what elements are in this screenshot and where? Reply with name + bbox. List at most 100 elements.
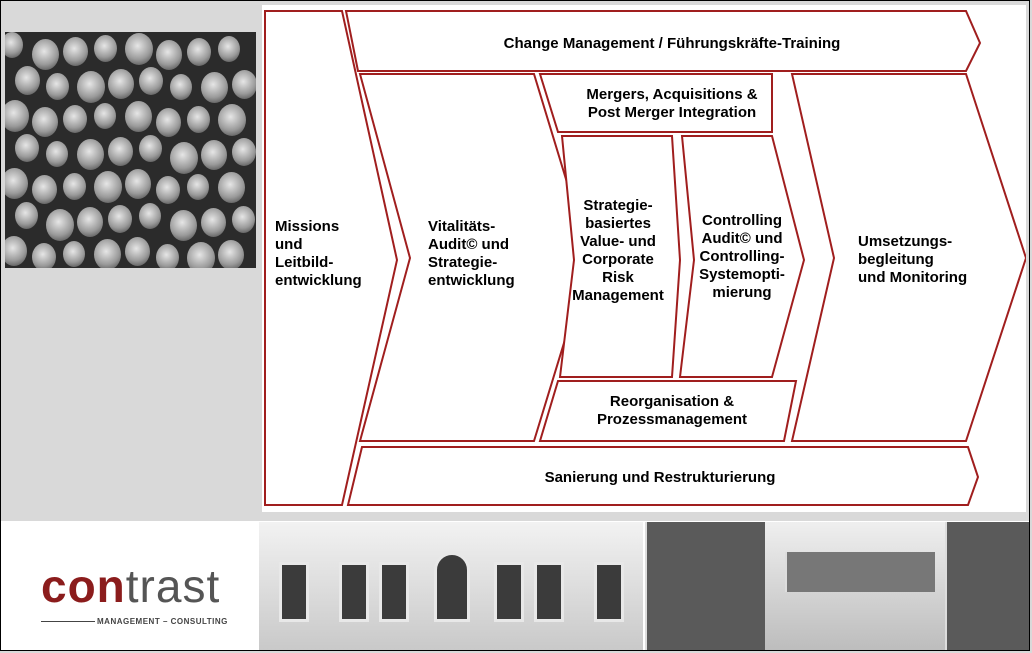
crowd-face [94,239,121,268]
controlling-chevron [678,135,806,378]
crowd-face [5,236,27,266]
umsetzung-chevron [790,73,1028,442]
reorganisation-box [538,380,798,442]
controlling-line: Controlling [702,212,782,229]
crowd-face [139,135,162,162]
historic-facade-photo [259,522,643,650]
strategie-line: Risk [602,269,634,286]
mergers-label: Mergers, Acquisitions &Post Merger Integ… [586,86,757,121]
crowd-face [139,67,163,95]
logo-part-trast: trast [125,560,221,612]
logo-area: contrast MANAGEMENT – CONSULTING [1,521,257,651]
facade-window [494,562,524,622]
missions-chevron [264,10,399,506]
bottom-band-arrow [346,446,980,506]
crowd-face [46,141,68,167]
crowd-face [232,206,255,233]
crowd-face [77,139,104,170]
facade-window [339,562,369,622]
crowd-face [170,210,197,241]
vitalitaet-chevron [358,73,592,442]
missions-line: Missions [275,218,339,235]
controlling-line: Audit© und [701,230,782,247]
crowd-face [125,237,150,266]
bottom-band-label: Sanierung und Restrukturierung [545,469,776,486]
logo-tagline: MANAGEMENT – CONSULTING [97,617,228,626]
crowd-face [218,36,240,62]
crowd-face [32,175,57,204]
crowd-face [63,37,88,66]
glass-panel [785,552,935,592]
crowd-face [139,203,161,229]
controlling-line: Controlling- [700,248,785,265]
strategie-line: Corporate [582,251,654,268]
mergers-line: Mergers, Acquisitions & [586,86,757,103]
missions-line: und [275,236,303,253]
crowd-face [63,173,86,200]
mergers-line: Post Merger Integration [588,104,756,121]
strategie-line: Strategie- [583,197,652,214]
vitalitaet-line: entwicklung [428,272,515,289]
vitalitaet-line: Strategie- [428,254,497,271]
crowd-face [156,40,182,70]
facade-window [379,562,409,622]
crowd-face [125,33,153,65]
logo-arrow-line [41,621,95,622]
crowd-face [108,205,132,233]
crowd-face [156,244,179,268]
crowd-face [5,168,28,199]
crowd-face [63,105,87,133]
reorganisation-label: Reorganisation &Prozessmanagement [597,393,747,428]
crowd-face [94,35,117,62]
reorganisation-line: Prozessmanagement [597,411,747,428]
crowd-face [170,74,192,100]
missions-line: entwicklung [275,272,362,289]
glass-panel [645,522,765,650]
crowd-face [108,137,133,166]
crowd-face [63,241,85,267]
crowd-face [201,208,226,237]
crowd-face [5,32,23,58]
umsetzung-line: Umsetzungs- [858,233,952,250]
crowd-face [125,169,151,199]
modern-building-photo [645,522,1029,650]
facade-window [534,562,564,622]
strategie-chevron [558,135,682,378]
vitalitaet-line: Audit© und [428,236,509,253]
crowd-face [232,138,256,166]
facade-window [434,552,470,622]
facade-window [594,562,624,622]
crowd-face [94,103,116,129]
missions-line: Leitbild- [275,254,333,271]
crowd-face [32,39,59,70]
crowd-face [125,101,152,132]
vitalitaet-line: Vitalitäts- [428,218,495,235]
crowd-face [32,243,56,268]
process-diagram: Change Management / Führungskräfte-Train… [264,10,1028,506]
footer-band: contrast MANAGEMENT – CONSULTING [1,521,1029,651]
crowd-face [156,176,180,204]
crowd-face [15,134,39,162]
crowd-face [108,69,134,99]
crowd-face [15,66,40,95]
crowd-face [218,104,246,136]
logo-part-con: con [41,560,126,612]
glass-panel [945,522,1029,650]
umsetzung-line: begleitung [858,251,934,268]
facade-window [279,562,309,622]
crowd-face [187,174,209,200]
controlling-line: Systemopti- [699,266,785,283]
crowd-face [218,172,245,203]
crowd-photo [5,32,256,268]
strategie-line: basiertes [585,215,651,232]
crowd-face [77,207,103,237]
crowd-face [187,242,215,268]
reorganisation-line: Reorganisation & [610,393,734,410]
crowd-face [232,70,256,99]
strategie-line: Management [572,287,664,304]
controlling-line: mierung [712,284,771,301]
mergers-box [538,73,773,133]
